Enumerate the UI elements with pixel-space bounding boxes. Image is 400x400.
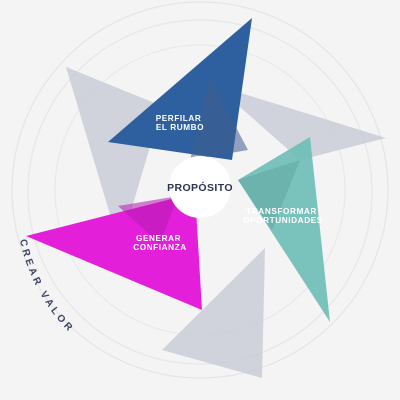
- label-perfilar-line-2: EL RUMBO: [156, 123, 204, 132]
- center-circle: [169, 156, 231, 218]
- ring-mid: [27, 19, 373, 365]
- blade-grey-top-left: [66, 67, 162, 248]
- outer-ring: [11, 1, 389, 379]
- label-transformar-line-1: TRANSFORMAR: [246, 207, 317, 216]
- blade-grey-right: [215, 85, 386, 160]
- overlap-left: [118, 196, 178, 244]
- blade-transformar: [238, 137, 330, 322]
- label-generar-line-1: GENERAR: [136, 234, 181, 243]
- blade-labels: PERFILAR EL RUMBO TRANSFORMAR OPORTUNIDA…: [133, 114, 323, 252]
- overlap-right: [238, 160, 300, 230]
- label-perfilar: PERFILAR EL RUMBO: [156, 114, 205, 132]
- center-label: PROPÓSITO: [167, 181, 233, 194]
- center-hub: PROPÓSITO: [167, 156, 233, 218]
- label-transformar: TRANSFORMAR OPORTUNIDADES: [243, 207, 323, 225]
- label-generar: GENERAR CONFIANZA: [133, 234, 187, 252]
- grey-blades: [66, 67, 386, 378]
- hub-overlaps: [118, 78, 300, 244]
- overlap-top: [190, 78, 248, 160]
- blade-grey-bottom: [162, 248, 265, 378]
- label-transformar-line-2: OPORTUNIDADES: [243, 216, 323, 225]
- label-generar-line-2: CONFIANZA: [133, 243, 187, 252]
- label-perfilar-line-1: PERFILAR: [156, 114, 202, 123]
